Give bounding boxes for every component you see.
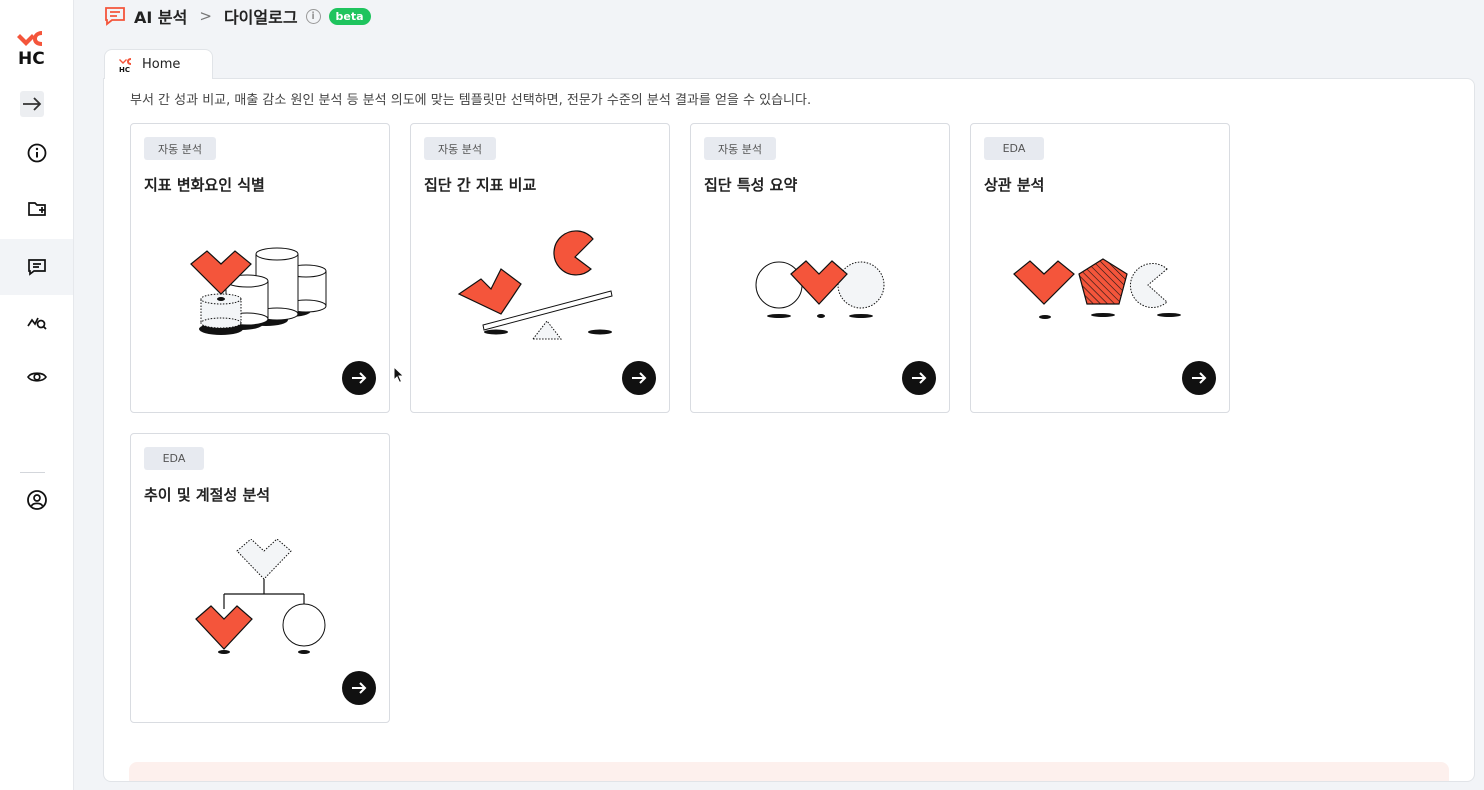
folder-add-icon (27, 202, 46, 216)
sidebar-divider (20, 472, 45, 473)
template-card-group-compare[interactable]: 자동 분석 집단 간 지표 비교 (410, 123, 670, 413)
template-card-group-summary[interactable]: 자동 분석 집단 특성 요약 (690, 123, 950, 413)
arrow-right-icon[interactable] (342, 361, 376, 395)
breadcrumb: AI 분석 > 다이얼로그 i beta (104, 4, 371, 28)
arrow-right-icon (23, 97, 42, 111)
template-card-metric-change[interactable]: 자동 분석 지표 변화요인 식별 (130, 123, 390, 413)
sidebar-item-new-folder[interactable] (0, 181, 73, 237)
info-icon[interactable]: i (305, 8, 321, 24)
card-tag: 자동 분석 (704, 137, 776, 160)
sidebar-item-profile[interactable] (0, 472, 73, 528)
card-tag: EDA (984, 137, 1044, 160)
sidebar: HC (0, 0, 74, 790)
bottom-banner (129, 762, 1449, 781)
mouse-cursor-icon (393, 366, 405, 384)
circles-illustration (755, 260, 885, 318)
info-icon (27, 143, 46, 163)
hc-logo-small: HC (119, 57, 131, 73)
page-title: 다이얼로그 (223, 8, 298, 27)
card-title: 상관 분석 (984, 176, 1045, 194)
tab-label: Home (142, 57, 181, 72)
user-icon (26, 490, 47, 510)
main-panel: 부서 간 성과 비교, 매출 감소 원인 분석 등 분석 의도에 맞는 템플릿만… (103, 78, 1475, 782)
card-tag: EDA (144, 447, 204, 470)
sidebar-item-dialog[interactable] (0, 239, 73, 295)
page-description: 부서 간 성과 비교, 매출 감소 원인 분석 등 분석 의도에 맞는 템플릿만… (130, 93, 812, 108)
hc-logo[interactable]: HC (16, 28, 52, 68)
eye-icon (26, 372, 47, 382)
card-title: 추이 및 계절성 분석 (144, 486, 271, 504)
sidebar-expand-button[interactable] (20, 91, 44, 117)
arrow-right-icon[interactable] (342, 671, 376, 705)
template-card-trend-seasonality[interactable]: EDA 추이 및 계절성 분석 (130, 433, 390, 723)
search-chart-icon (26, 317, 47, 330)
arrow-right-icon[interactable] (1182, 361, 1216, 395)
sidebar-item-analysis[interactable] (0, 294, 73, 350)
card-title: 지표 변화요인 식별 (144, 176, 265, 194)
card-title: 집단 특성 요약 (704, 176, 798, 194)
template-card-correlation[interactable]: EDA 상관 분석 (970, 123, 1230, 413)
cylinders-illustration (190, 247, 327, 335)
card-title: 집단 간 지표 비교 (424, 176, 537, 194)
tree-illustration (195, 539, 326, 654)
sidebar-item-info[interactable] (0, 125, 73, 181)
arrow-right-icon[interactable] (622, 361, 656, 395)
chat-icon (27, 259, 46, 276)
svg-text:HC: HC (119, 66, 130, 73)
chevron-right-icon: > (199, 7, 212, 25)
card-tag: 자동 분석 (144, 137, 216, 160)
card-tag: 자동 분석 (424, 137, 496, 160)
shapes-illustration (1013, 258, 1181, 319)
svg-text:HC: HC (18, 49, 45, 68)
arrow-right-icon[interactable] (902, 361, 936, 395)
tab-home[interactable]: HC Home (104, 49, 213, 79)
seesaw-illustration (457, 230, 613, 340)
beta-badge: beta (328, 7, 371, 25)
breadcrumb-section[interactable]: AI 분석 (134, 8, 188, 27)
sidebar-item-view[interactable] (0, 349, 73, 405)
chat-icon (105, 7, 125, 26)
